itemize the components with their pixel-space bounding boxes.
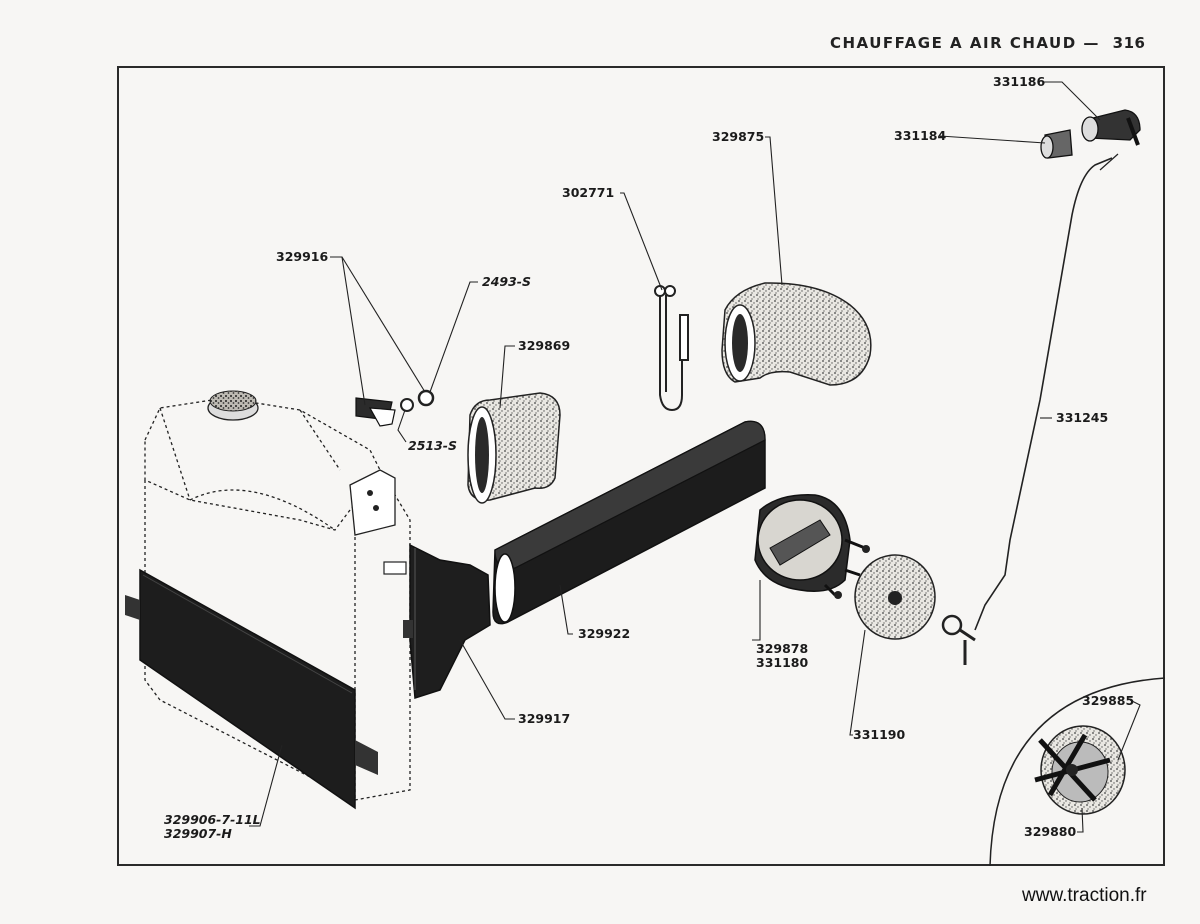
label-329906: 329906-7-11L [164,812,261,827]
latch-329916 [355,397,396,427]
header-title: CHAUFFAGE A AIR CHAUD [830,34,1077,52]
long-air-duct [492,420,766,625]
blind-bracket-right [355,740,378,775]
label-331180: 331180 [756,655,809,670]
label-331184: 331184 [894,128,947,143]
label-329916: 329916 [276,249,329,264]
radiator-blind [139,568,356,810]
label-331245: 331245 [1056,410,1109,425]
filter-disc-331190 [854,554,936,640]
rubber-elbow-329875 [721,282,872,386]
footer-url[interactable]: www.traction.fr [1022,885,1147,906]
label-329869: 329869 [518,338,571,353]
leader-lines [249,81,1141,833]
blind-bracket-left [125,595,140,620]
label-2513s: 2513-S [408,438,457,453]
header-dash: — [1083,34,1100,52]
air-scoop [383,543,491,700]
diagram-frame [117,66,1165,866]
label-329885: 329885 [1082,693,1135,708]
hose-clip-302771 [654,285,689,412]
heater-housing [754,494,870,599]
label-329878: 329878 [756,641,809,656]
radiator-bracket [349,469,396,536]
label-302771: 302771 [562,185,615,200]
inset-valve-assembly [1034,725,1126,815]
control-knob-331186 [1081,109,1141,146]
page-header: CHAUFFAGE A AIR CHAUD — 316 [830,34,1145,52]
label-329880: 329880 [1024,824,1077,839]
label-329917: 329917 [518,711,571,726]
label-329922: 329922 [578,626,631,641]
rubber-sleeve-329869 [467,392,561,504]
control-rod-331245 [941,153,1119,665]
nut-2493s [417,389,435,407]
label-331190: 331190 [853,727,906,742]
label-331186: 331186 [993,74,1046,89]
washer-2513s [400,398,414,412]
inset-boundary [989,677,1166,867]
label-329875: 329875 [712,129,765,144]
page-number: 316 [1112,34,1146,52]
knob-bush-331184 [1040,129,1073,159]
label-2493s: 2493-S [482,274,531,289]
radiator-filler-cap [207,390,259,421]
label-329907: 329907-H [164,826,232,841]
